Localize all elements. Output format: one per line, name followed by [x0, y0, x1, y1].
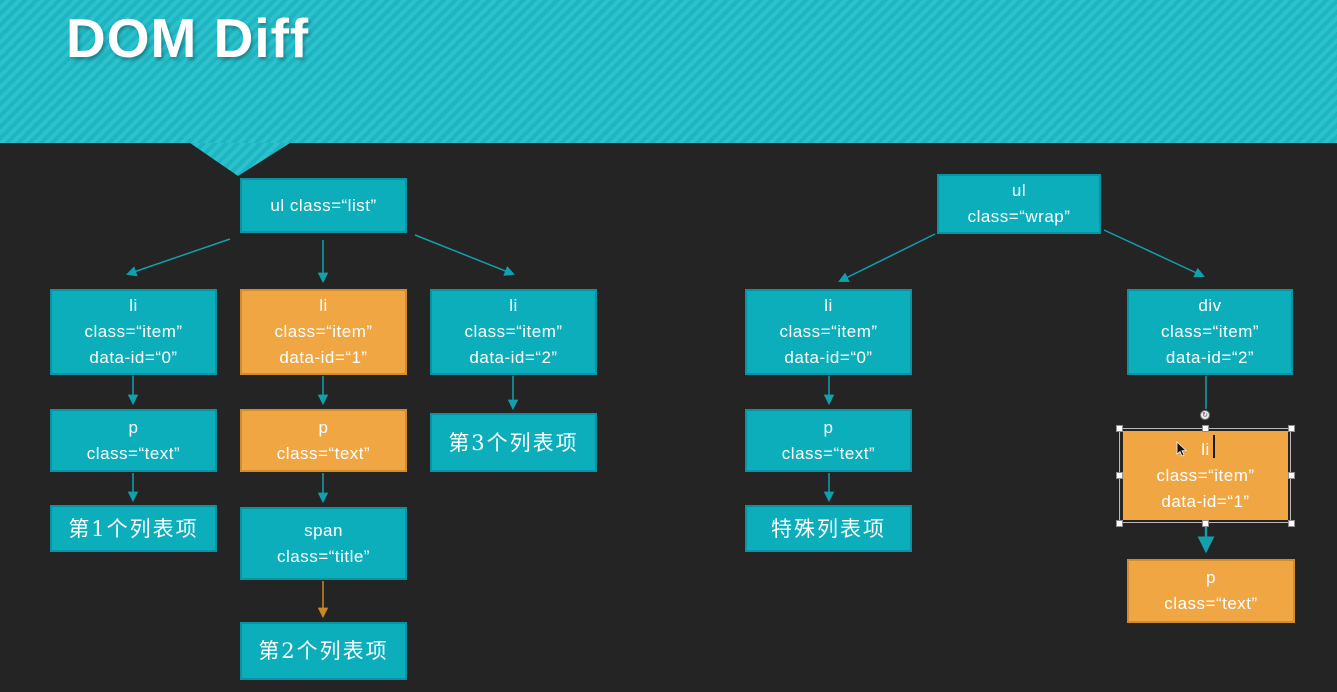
selection-resize-handle[interactable] [1287, 424, 1295, 432]
node-label-line: class=“text” [781, 443, 876, 463]
tree-node-p-text-old-2[interactable]: p class=“text” [240, 409, 407, 472]
node-label-line: class=“text” [1164, 594, 1258, 613]
tree-node-p-text-new[interactable]: p class=“text” [745, 409, 912, 472]
node-label-line: class=“title” [277, 546, 370, 566]
selection-resize-handle[interactable] [1201, 424, 1209, 432]
node-label-line: class=“item” [1160, 322, 1260, 341]
node-label-line: li [824, 296, 833, 315]
node-label-line: class=“text” [86, 443, 181, 463]
node-label-line: class=“item” [84, 322, 183, 341]
text-caret [1213, 435, 1215, 458]
node-label-line: li [509, 296, 518, 315]
node-label-line: data-id=“1” [1161, 491, 1250, 511]
connector-arrow [126, 238, 231, 277]
node-label-line: p [128, 417, 139, 437]
tree-node-li-id0-new[interactable]: li class=“item” data-id=“0” [745, 289, 912, 375]
connector-arrow [1103, 229, 1205, 278]
node-label-line: class=“item” [274, 322, 373, 341]
node-label-line: 第3个列表项 [448, 430, 579, 455]
node-label-line: span [304, 520, 343, 540]
node-label-line: data-id=“2” [469, 348, 558, 367]
tree-node-li-id1-old[interactable]: li class=“item” data-id=“1” [240, 289, 407, 375]
tree-node-div-id2-new[interactable]: div class=“item” data-id=“2” [1127, 289, 1293, 375]
node-label-line: ul [1011, 181, 1027, 200]
tree-node-li-id0-old[interactable]: li class=“item” data-id=“0” [50, 289, 217, 375]
connector-arrow [838, 233, 936, 282]
selection-resize-handle[interactable] [1287, 472, 1295, 479]
node-label-line: data-id=“1” [279, 348, 368, 367]
tree-node-p-text-new-orange[interactable]: p class=“text” [1127, 559, 1295, 623]
node-label-line: data-id=“2” [1165, 348, 1255, 367]
node-label-line: li [129, 296, 138, 315]
selection-resize-handle[interactable] [1201, 519, 1209, 527]
selection-resize-handle[interactable] [1287, 519, 1295, 527]
selection-resize-handle[interactable] [1115, 424, 1123, 432]
node-label-line: 特殊列表项 [771, 516, 886, 541]
selection-rotate-handle[interactable]: ↻ [1200, 410, 1210, 420]
node-label-line: li [319, 296, 328, 315]
node-label-line: 第2个列表项 [258, 639, 389, 663]
node-label-line: data-id=“0” [784, 348, 873, 367]
node-label-line: class=“item” [779, 322, 878, 341]
tree-node-p-text-old-1[interactable]: p class=“text” [50, 409, 217, 472]
tree-node-span-title[interactable]: span class=“title” [240, 507, 407, 580]
header-notch [190, 143, 290, 176]
node-label-line: 第1个列表项 [68, 516, 199, 541]
node-label-line: p [318, 417, 329, 437]
selection-resize-handle[interactable] [1115, 472, 1123, 479]
tree-leaf-item2[interactable]: 第2个列表项 [240, 622, 407, 680]
node-label-line: class=“item” [1156, 465, 1255, 485]
node-label-line: li [1201, 439, 1210, 459]
tree-leaf-item1[interactable]: 第1个列表项 [50, 505, 217, 552]
tree-leaf-special-item[interactable]: 特殊列表项 [745, 505, 912, 552]
node-label-line: p [823, 417, 834, 437]
tree-node-ul-wrap[interactable]: ul class=“wrap” [937, 174, 1101, 234]
node-label-line: data-id=“0” [89, 348, 178, 367]
slide-title: DOM Diff [66, 7, 310, 69]
tree-node-li-id2-old[interactable]: li class=“item” data-id=“2” [430, 289, 597, 375]
selection-outline [1119, 428, 1291, 523]
selection-resize-handle[interactable] [1115, 519, 1123, 527]
tree-node-ul-list[interactable]: ul class=“list” [240, 178, 407, 233]
node-label-line: div [1198, 296, 1222, 315]
node-label-line: p [1206, 568, 1216, 587]
tree-leaf-item3[interactable]: 第3个列表项 [430, 413, 597, 472]
header-banner: DOM Diff [0, 0, 1337, 143]
node-label-line: ul class=“list” [270, 195, 377, 215]
node-label-line: class=“item” [464, 322, 563, 341]
connector-arrow [414, 234, 515, 276]
tree-node-li-id1-selected[interactable]: li class=“item” data-id=“1” [1123, 431, 1288, 520]
node-label-line: class=“text” [276, 443, 371, 463]
node-label-line: class=“wrap” [967, 207, 1071, 226]
